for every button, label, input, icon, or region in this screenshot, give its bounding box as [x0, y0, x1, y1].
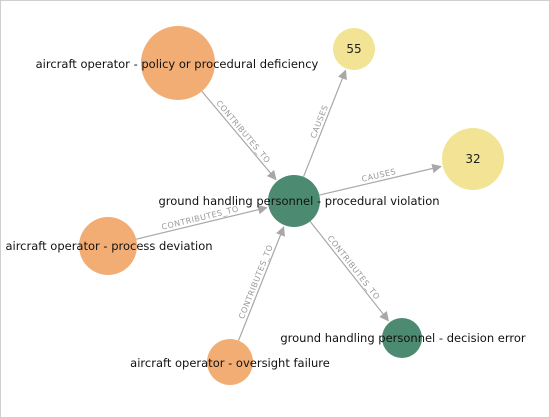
- edge-policy-to-violation[interactable]: [201, 90, 277, 181]
- node-count-label: 55: [346, 42, 361, 56]
- node-label: aircraft operator - oversight failure: [130, 356, 330, 370]
- node-aircraft-operator-oversight-failure[interactable]: [207, 339, 253, 385]
- node-label: ground handling personnel - procedural v…: [158, 194, 439, 208]
- node-ground-handling-personnel-procedural-violation[interactable]: [268, 175, 320, 227]
- node-count-label: 32: [465, 152, 480, 166]
- edge-violation-to-55[interactable]: [302, 69, 347, 178]
- edge-label: CONTRIBUTES_TO: [325, 234, 381, 302]
- edge-process-to-violation[interactable]: [136, 204, 268, 240]
- edge-violation-to-decision[interactable]: [309, 221, 389, 322]
- edge-label: CAUSES: [309, 104, 330, 140]
- edge-label: CONTRIBUTES_TO: [214, 99, 272, 165]
- node-aircraft-operator-policy-or-procedural-deficiency[interactable]: [141, 26, 215, 100]
- edge-label: CONTRIBUTES_TO: [237, 243, 275, 320]
- node-label: aircraft operator - process deviation: [5, 239, 212, 253]
- edge-oversight-to-violation[interactable]: [237, 226, 285, 341]
- node-aircraft-operator-process-deviation[interactable]: [79, 217, 137, 275]
- node-ground-handling-personnel-decision-error[interactable]: [382, 318, 422, 358]
- edge-violation-to-32[interactable]: [319, 163, 442, 196]
- node-count-55[interactable]: [333, 28, 375, 70]
- node-label: ground handling personnel - decision err…: [280, 331, 526, 345]
- edge-label: CONTRIBUTES_TO: [161, 204, 240, 231]
- node-label: aircraft operator - policy or procedural…: [36, 57, 319, 71]
- nodes-layer: [79, 26, 504, 385]
- labels-layer: aircraft operator - policy or procedural…: [5, 42, 525, 370]
- node-count-32[interactable]: [442, 128, 504, 190]
